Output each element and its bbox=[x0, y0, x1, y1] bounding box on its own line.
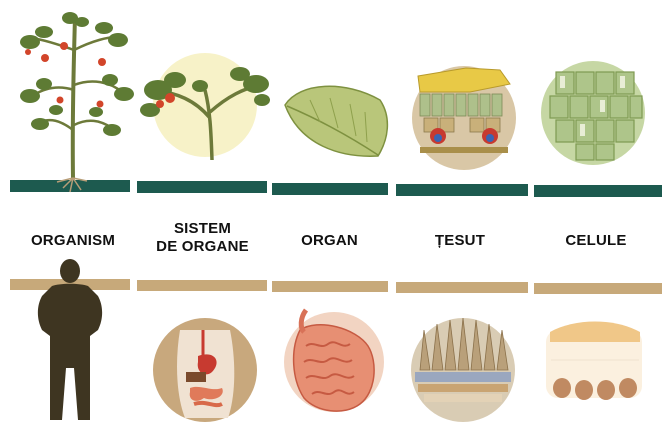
plant-cells-icon bbox=[541, 61, 645, 165]
green-band bbox=[10, 180, 662, 197]
plant-branch-icon bbox=[140, 53, 270, 160]
intestine-icon bbox=[284, 310, 384, 412]
label-sistem-line1: SISTEM bbox=[140, 220, 265, 238]
leaf-icon bbox=[285, 86, 387, 156]
label-tesut: ȚESUT bbox=[395, 232, 525, 250]
plant-tissue-icon bbox=[412, 66, 516, 170]
intestinal-tissue-icon bbox=[411, 318, 515, 422]
tomato-plant-icon bbox=[20, 12, 134, 192]
tan-band bbox=[10, 279, 662, 294]
label-organism: ORGANISM bbox=[12, 232, 134, 250]
label-sistem-line2: DE ORGANE bbox=[140, 238, 265, 256]
digestive-system-icon bbox=[153, 318, 257, 422]
label-celule: CELULE bbox=[532, 232, 660, 250]
label-sistem-de-organe: SISTEM DE ORGANE bbox=[140, 220, 265, 256]
label-organ: ORGAN bbox=[272, 232, 387, 250]
animal-cells-icon bbox=[546, 322, 642, 401]
